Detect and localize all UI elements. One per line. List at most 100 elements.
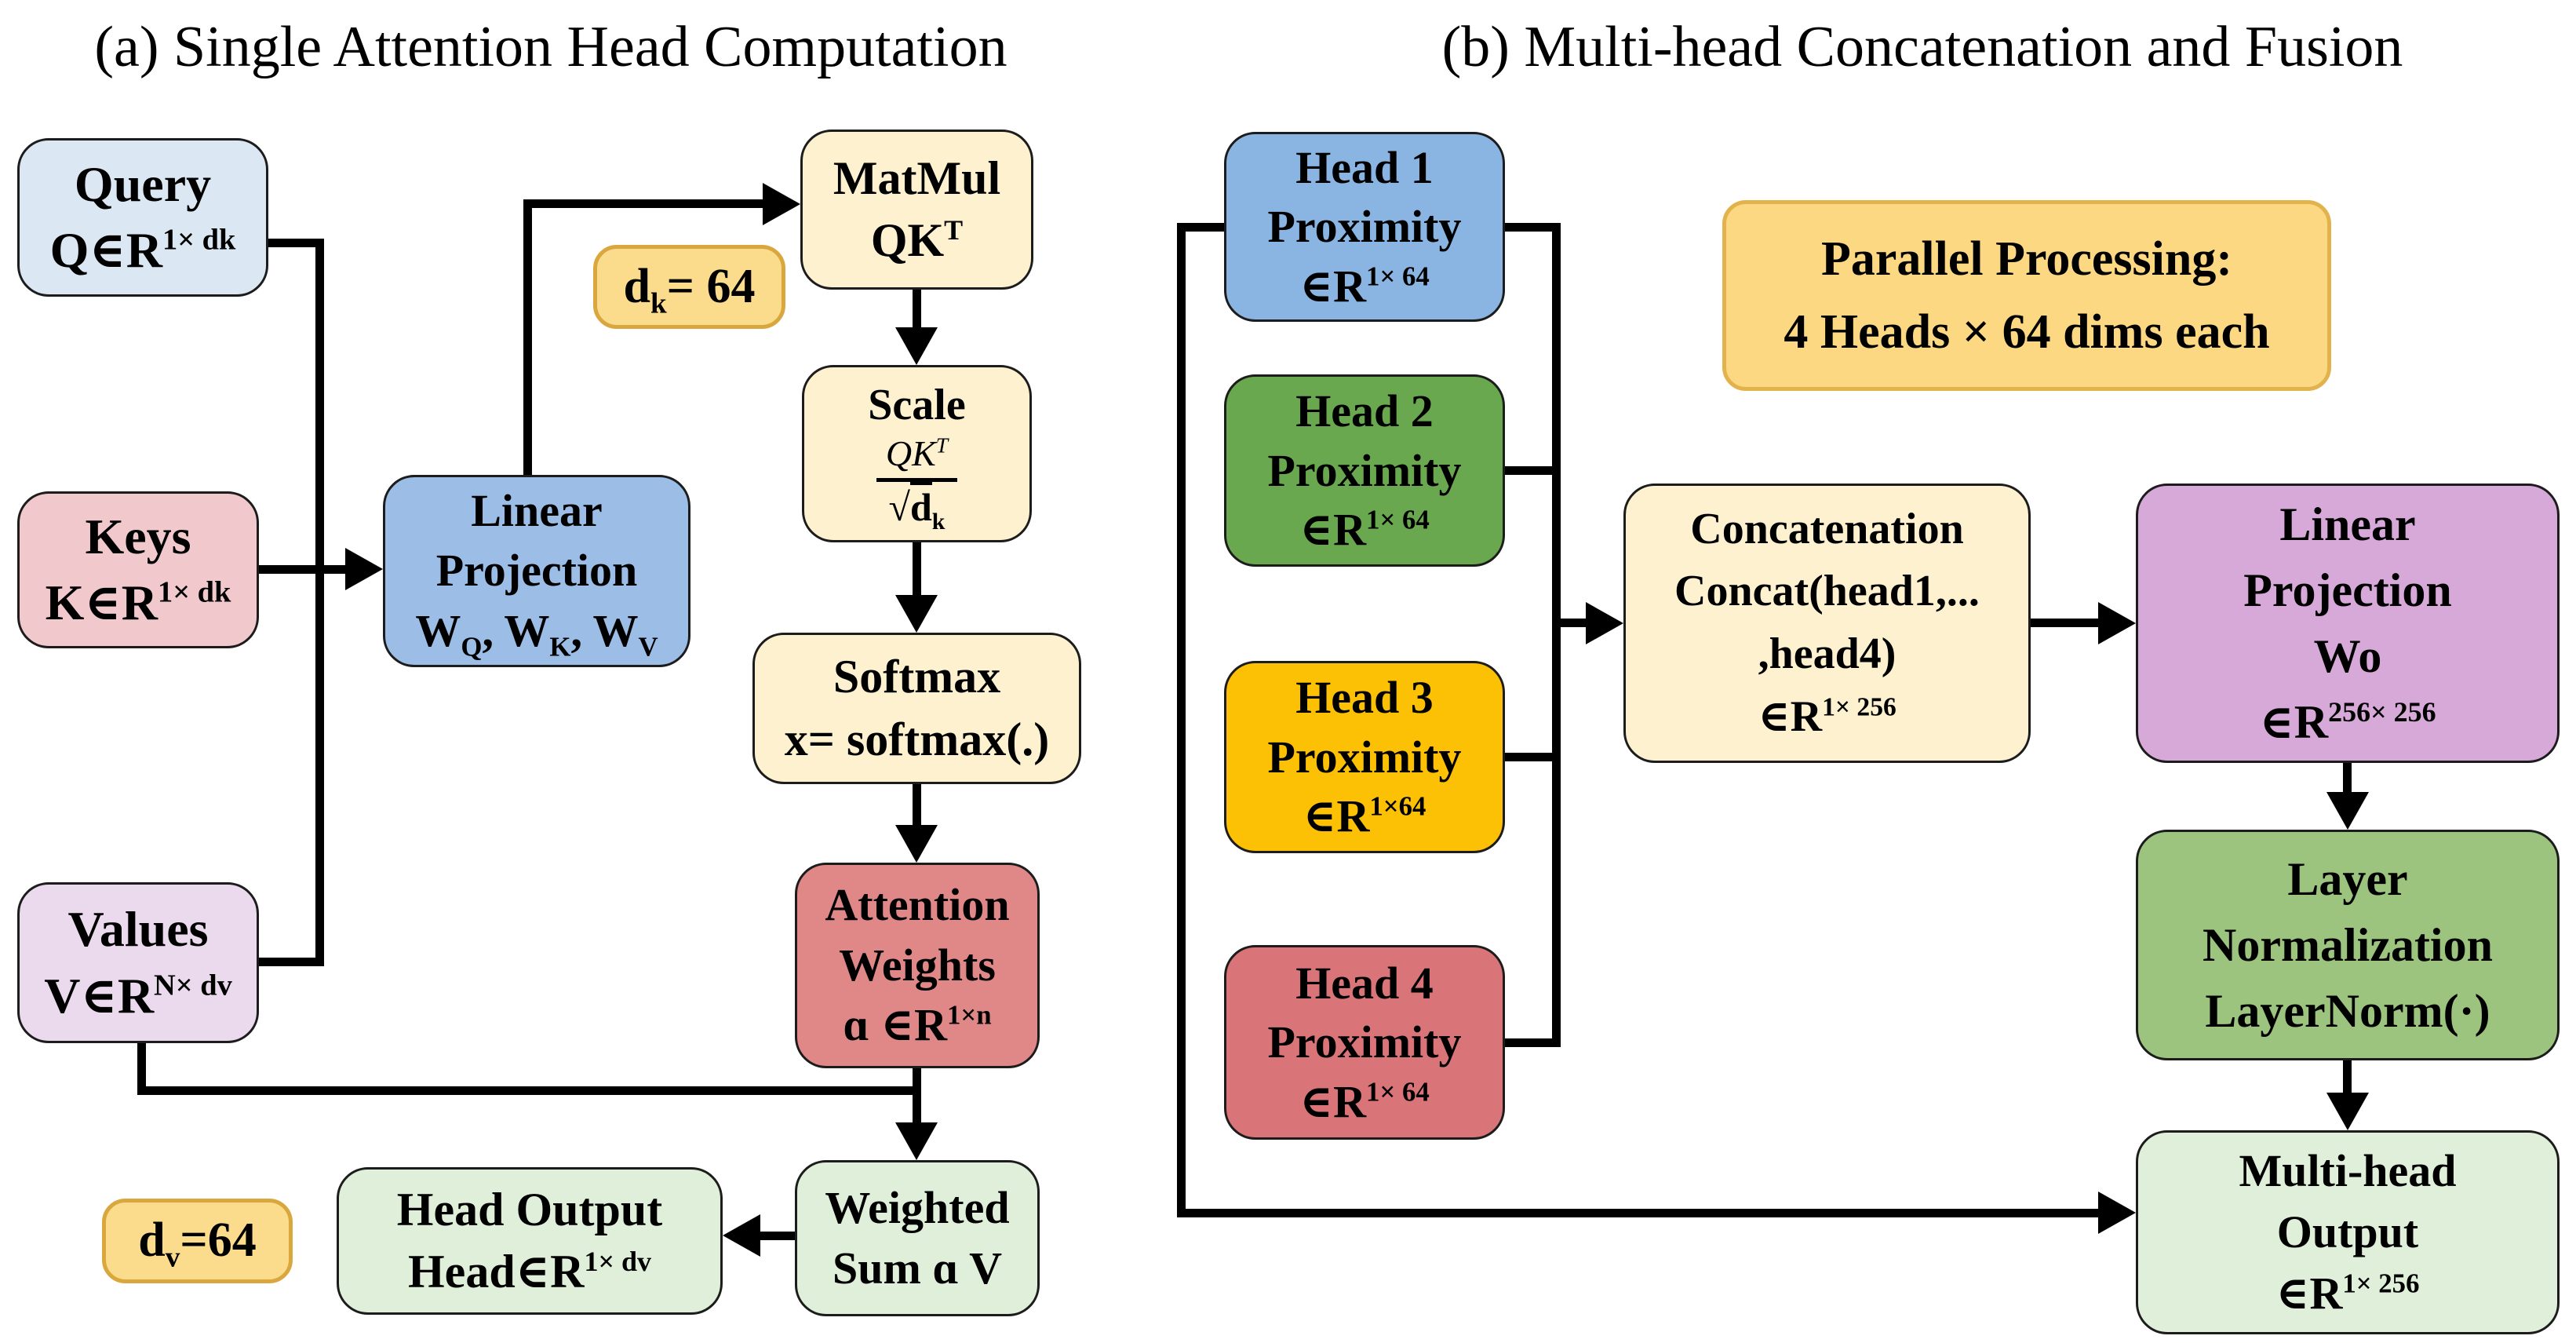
attention-weights-line1: Attention — [825, 879, 1010, 931]
layer-normalization-box: Layer Normalization LayerNorm(·) — [2136, 830, 2560, 1060]
arrowhead-into-concatenation — [1586, 602, 1623, 644]
arrowhead-into-projection — [345, 548, 383, 590]
head1-formula: ∈R1× 64 — [1299, 260, 1430, 312]
arrowhead-into-layernorm — [2326, 792, 2369, 830]
keys-formula: K∈R1× dk — [45, 575, 231, 630]
layernorm-line1: Layer — [2287, 853, 2408, 905]
dv-badge-text: dv=64 — [138, 1213, 257, 1274]
layernorm-line2: Normalization — [2203, 919, 2493, 971]
connector-layernorm-to-output — [2343, 1060, 2352, 1096]
matmul-formula: QKT — [870, 214, 964, 266]
head3-formula: ∈R1×64 — [1303, 790, 1426, 842]
connector-weighted-sum-to-head-output — [758, 1232, 795, 1240]
values-box: Values V∈RN× dv — [17, 882, 259, 1043]
head3-line1: Head 3 — [1295, 672, 1434, 724]
parallel-processing-note: Parallel Processing: 4 Heads × 64 dims e… — [1722, 200, 2331, 391]
head-output-box: Head Output Head∈R1× dv — [337, 1167, 723, 1315]
connector-values-horizontal — [259, 958, 324, 966]
head-output-line1: Head Output — [396, 1183, 663, 1235]
multihead-output-line1: Multi-head — [2239, 1144, 2457, 1196]
multihead-output-line2: Output — [2276, 1206, 2419, 1257]
linear-projection-box: Linear Projection WQ, WK, WV — [383, 475, 690, 667]
panel-b-title: (b) Multi-head Concatenation and Fusion — [1441, 15, 2403, 79]
head-output-formula: Head∈R1× dv — [408, 1246, 651, 1297]
head3-line2: Proximity — [1267, 731, 1462, 783]
head1-box: Head 1 Proximity ∈R1× 64 — [1224, 132, 1505, 322]
arrowhead-into-head-output — [723, 1214, 760, 1257]
matmul-box: MatMul QKT — [800, 130, 1033, 290]
concatenation-line1: Concatenation — [1690, 504, 1964, 553]
connector-values-down-vertical — [137, 1043, 146, 1095]
head2-box: Head 2 Proximity ∈R1× 64 — [1224, 374, 1505, 567]
softmax-box: Softmax x= softmax(.) — [752, 633, 1081, 784]
weighted-sum-line2: Sum ɑ V — [833, 1242, 1002, 1294]
scale-denominator: √dk — [876, 481, 957, 533]
multihead-output-box: Multi-head Output ∈R1× 256 — [2136, 1130, 2560, 1334]
connector-heads-bus-vertical — [1552, 223, 1561, 1047]
head4-formula: ∈R1× 64 — [1299, 1075, 1430, 1127]
connector-values-to-weighted-sum — [137, 1086, 921, 1095]
head2-line1: Head 2 — [1295, 385, 1434, 437]
head3-box: Head 3 Proximity ∈R1×64 — [1224, 661, 1505, 853]
query-formula: Q∈R1× dk — [49, 222, 236, 278]
concatenation-formula: ∈R1× 256 — [1758, 692, 1896, 741]
head4-line2: Proximity — [1267, 1016, 1462, 1068]
linear-projection-line1: Linear — [471, 484, 603, 536]
arrowhead-into-multihead-output — [2326, 1093, 2369, 1130]
connector-bus-to-concatenation — [1557, 619, 1588, 627]
connector-head3-to-bus — [1505, 753, 1557, 761]
softmax-label: Softmax — [833, 651, 1001, 703]
connector-softmax-to-attention — [913, 784, 921, 829]
connector-head1-to-bus — [1505, 223, 1557, 232]
linear-projection-wo-box: Linear Projection Wo ∈R256× 256 — [2136, 484, 2560, 763]
layernorm-line3: LayerNorm(·) — [2205, 985, 2490, 1037]
arrowhead-into-matmul — [763, 183, 800, 225]
dk-badge: dk= 64 — [593, 245, 785, 329]
parallel-processing-line1: Parallel Processing: — [1820, 232, 2232, 286]
head2-formula: ∈R1× 64 — [1299, 504, 1430, 556]
connector-matmul-to-scale — [913, 290, 921, 333]
arrowhead-into-weighted-sum — [895, 1122, 938, 1160]
wo-formula: ∈R256× 256 — [2259, 696, 2436, 748]
parallel-processing-line2: 4 Heads × 64 dims each — [1784, 305, 2270, 359]
weighted-sum-box: Weighted Sum ɑ V — [795, 1160, 1040, 1316]
connector-scale-to-softmax — [913, 542, 921, 599]
connector-query-values-vertical — [315, 239, 324, 966]
arrowhead-into-attention-weights — [895, 825, 938, 863]
head1-line2: Proximity — [1267, 201, 1462, 253]
connector-head4-to-bus — [1505, 1038, 1557, 1047]
wo-line2: Projection — [2243, 564, 2452, 616]
connector-wo-to-layernorm — [2343, 763, 2352, 794]
connector-attention-to-weighted-sum — [913, 1068, 921, 1127]
dv-badge: dv=64 — [102, 1199, 293, 1283]
connector-projection-to-matmul — [523, 199, 764, 208]
wo-line1: Linear — [2279, 498, 2416, 550]
arrowhead-into-scale — [895, 327, 938, 365]
query-label: Query — [74, 155, 212, 212]
weighted-sum-line1: Weighted — [825, 1181, 1010, 1233]
arrowhead-into-wo — [2098, 602, 2136, 644]
scale-formula: QKT √dk — [876, 435, 958, 533]
scale-label: Scale — [868, 380, 966, 429]
head4-line1: Head 4 — [1295, 957, 1434, 1009]
head4-box: Head 4 Proximity ∈R1× 64 — [1224, 945, 1505, 1140]
arrowhead-into-softmax — [895, 595, 938, 633]
concatenation-box: Concatenation Concat(head1,... ,head4) ∈… — [1623, 484, 2031, 763]
wo-line3: Wo — [2313, 630, 2382, 682]
softmax-formula: x= softmax(.) — [784, 713, 1050, 765]
connector-head2-to-bus — [1505, 466, 1557, 475]
panel-a-title: (a) Single Attention Head Computation — [94, 15, 1007, 79]
matmul-label: MatMul — [833, 151, 1001, 204]
arrowhead-residual-into-output — [2098, 1192, 2136, 1234]
multihead-output-formula: ∈R1× 256 — [2275, 1268, 2420, 1319]
attention-weights-line2: Weights — [839, 939, 996, 991]
keys-box: Keys K∈R1× dk — [17, 491, 259, 648]
values-formula: V∈RN× dv — [44, 967, 232, 1024]
concatenation-line3: ,head4) — [1758, 630, 1896, 678]
connector-projection-up-vertical — [523, 199, 532, 478]
connector-keys-to-projection — [259, 565, 347, 574]
head2-line2: Proximity — [1267, 444, 1462, 496]
scale-box: Scale QKT √dk — [802, 365, 1032, 542]
attention-weights-formula: ɑ ∈R1×n — [843, 999, 992, 1051]
linear-projection-weights: WQ, WK, WV — [415, 604, 658, 662]
